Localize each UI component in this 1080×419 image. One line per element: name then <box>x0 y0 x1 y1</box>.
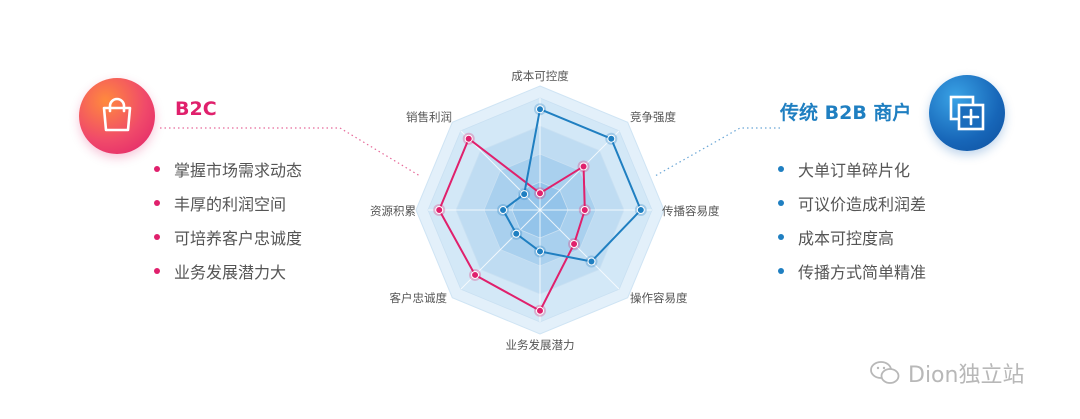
series-1-point <box>607 134 616 143</box>
series-1-point <box>512 229 521 238</box>
wechat-icon <box>870 361 900 384</box>
series-1-point <box>520 190 529 199</box>
series-0-point <box>579 162 588 171</box>
series-0-point <box>471 270 480 279</box>
bullet <box>154 268 160 274</box>
list-item: 掌握市场需求动态 <box>154 152 302 186</box>
list-item: 业务发展潜力大 <box>154 254 302 288</box>
series-1-point <box>536 105 544 114</box>
axis-label: 竞争强度 <box>630 110 676 124</box>
axis-label: 业务发展潜力 <box>506 338 575 352</box>
bullet <box>778 234 784 240</box>
axis-label: 销售利润 <box>406 110 452 124</box>
list-item: 可议价造成利润差 <box>778 186 926 220</box>
series-1-point <box>499 206 508 214</box>
list-item: 传播方式简单精准 <box>778 254 926 288</box>
axis-label: 成本可控度 <box>511 69 569 83</box>
list-item: 成本可控度高 <box>778 220 926 254</box>
watermark-text: Dion独立站 <box>908 363 1025 388</box>
radar-spoke <box>539 130 620 211</box>
list-item: 可培养客户忠诚度 <box>154 220 302 254</box>
bullet <box>154 166 160 172</box>
bullet <box>154 234 160 240</box>
list-item: 丰厚的利润空间 <box>154 186 302 220</box>
series-0-point <box>435 206 444 214</box>
add-window-icon <box>929 75 1005 151</box>
axis-label: 操作容易度 <box>630 291 688 305</box>
bullet <box>778 166 784 172</box>
axis-label: 客户忠诚度 <box>390 291 448 305</box>
b2b-title: 传统 B2B 商户 <box>780 102 912 124</box>
bullet <box>154 200 160 206</box>
axis-label: 资源积累 <box>370 204 416 218</box>
b2c-title: B2C <box>175 98 217 120</box>
series-0-point <box>464 134 473 143</box>
axis-label: 传播容易度 <box>662 204 720 218</box>
radar-spoke <box>539 209 620 290</box>
series-0-point <box>570 240 579 249</box>
series-1-point <box>636 206 645 214</box>
series-0-point <box>536 306 544 315</box>
series-1-point <box>536 247 544 256</box>
b2b-feature-list: 大单订单碎片化 可议价造成利润差 成本可控度高 传播方式简单精准 <box>778 152 926 288</box>
bullet <box>778 268 784 274</box>
b2c-feature-list: 掌握市场需求动态 丰厚的利润空间 可培养客户忠诚度 业务发展潜力大 <box>154 152 302 288</box>
bullet <box>778 200 784 206</box>
watermark: Dion独立站 <box>870 357 1024 389</box>
list-item: 大单订单碎片化 <box>778 152 926 186</box>
right-connector <box>654 127 780 177</box>
series-1-point <box>587 257 596 266</box>
left-connector <box>160 127 421 177</box>
series-0-point <box>580 206 589 214</box>
series-0-point <box>536 189 544 198</box>
shopping-bag-icon <box>79 78 155 154</box>
